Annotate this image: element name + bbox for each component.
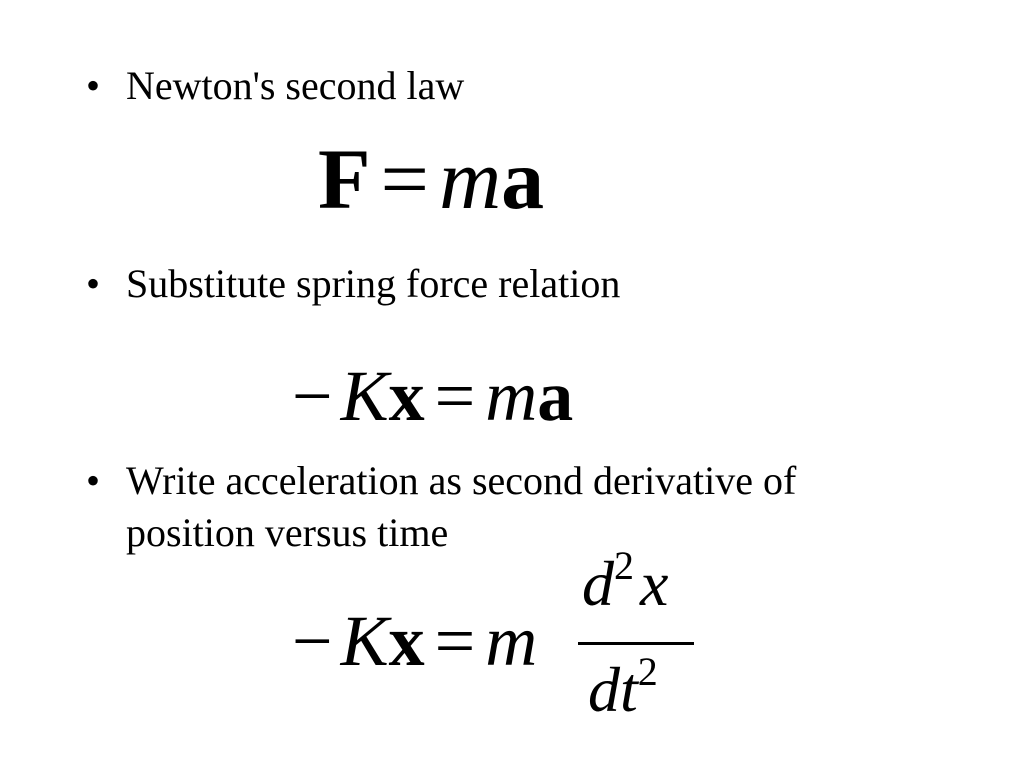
symbol-position-vector: x xyxy=(388,356,425,436)
symbol-spring-constant: K xyxy=(340,356,389,436)
symbol-minus: − xyxy=(292,601,333,681)
symbol-x: x xyxy=(640,548,669,619)
equation-spring-substitution: −Kx=ma xyxy=(292,360,573,432)
bullet-dot: • xyxy=(86,261,101,306)
symbol-mass: m xyxy=(485,356,538,436)
bullet-dot: • xyxy=(86,458,101,503)
symbol-dt: dt xyxy=(588,654,638,725)
symbol-minus: − xyxy=(292,356,333,436)
bullet-dot: • xyxy=(86,63,101,108)
equation-newtons-second-law: F=ma xyxy=(318,136,544,222)
symbol-acceleration-vector: a xyxy=(537,356,574,436)
symbol-acceleration-vector: a xyxy=(501,131,545,227)
fraction-second-derivative: d2x dt2 xyxy=(578,546,696,732)
bullet-text: Newton's second law xyxy=(126,63,465,108)
exponent: 2 xyxy=(614,543,634,588)
symbol-force-vector: F xyxy=(318,131,371,227)
symbol-mass: m xyxy=(485,601,538,681)
symbol-mass: m xyxy=(439,131,502,227)
symbol-equals: = xyxy=(434,356,476,436)
symbol-position-vector: x xyxy=(388,601,425,681)
exponent: 2 xyxy=(637,649,658,694)
symbol-d: d xyxy=(582,548,614,619)
symbol-equals: = xyxy=(380,131,430,227)
symbol-spring-constant: K xyxy=(340,601,389,681)
fraction-bar xyxy=(578,642,694,645)
bullet-text: Substitute spring force relation xyxy=(126,261,621,306)
symbol-equals: = xyxy=(434,601,476,681)
equation-differential-lhs: −Kx=m xyxy=(292,605,537,677)
fraction-numerator: d2x xyxy=(582,546,668,616)
bullet-text: Write acceleration as second derivative … xyxy=(126,458,797,555)
fraction-denominator: dt2 xyxy=(588,652,658,722)
